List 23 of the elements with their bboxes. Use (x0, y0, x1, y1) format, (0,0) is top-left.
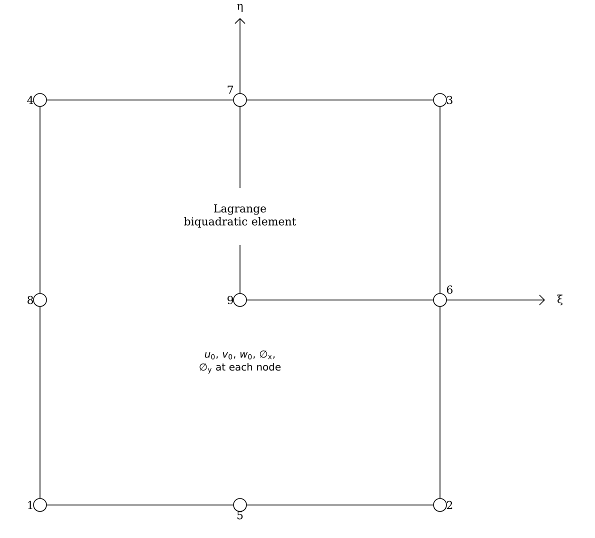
node-number: 6 (446, 286, 452, 294)
element-edge (46, 504, 234, 506)
element-edge (246, 504, 434, 506)
node-circle (433, 498, 447, 512)
axis-label: η (237, 4, 243, 12)
node-number: 3 (447, 96, 452, 104)
node-circle (433, 93, 447, 107)
node-circle (33, 93, 47, 107)
node-circle (33, 498, 47, 512)
node-variables: u$_{0}$, v$_{0}$, w$_{0}$, ∅$_{x}$, ∅$_{y}$ at each node (200, 350, 281, 374)
node-circle (233, 498, 247, 512)
node-number: 8 (28, 296, 34, 304)
node-circle (33, 293, 47, 307)
node-number: 1 (28, 500, 32, 510)
node-number: 2 (446, 500, 452, 510)
node-circle (433, 293, 447, 307)
node-circle (233, 293, 247, 307)
node-number: 4 (27, 96, 34, 104)
node-number: 9 (228, 296, 234, 304)
element-title: Lagrange biquadratic element (184, 204, 296, 228)
node-circle (233, 93, 247, 107)
axis-label: ξ (557, 294, 562, 306)
node-number: 7 (228, 86, 233, 94)
